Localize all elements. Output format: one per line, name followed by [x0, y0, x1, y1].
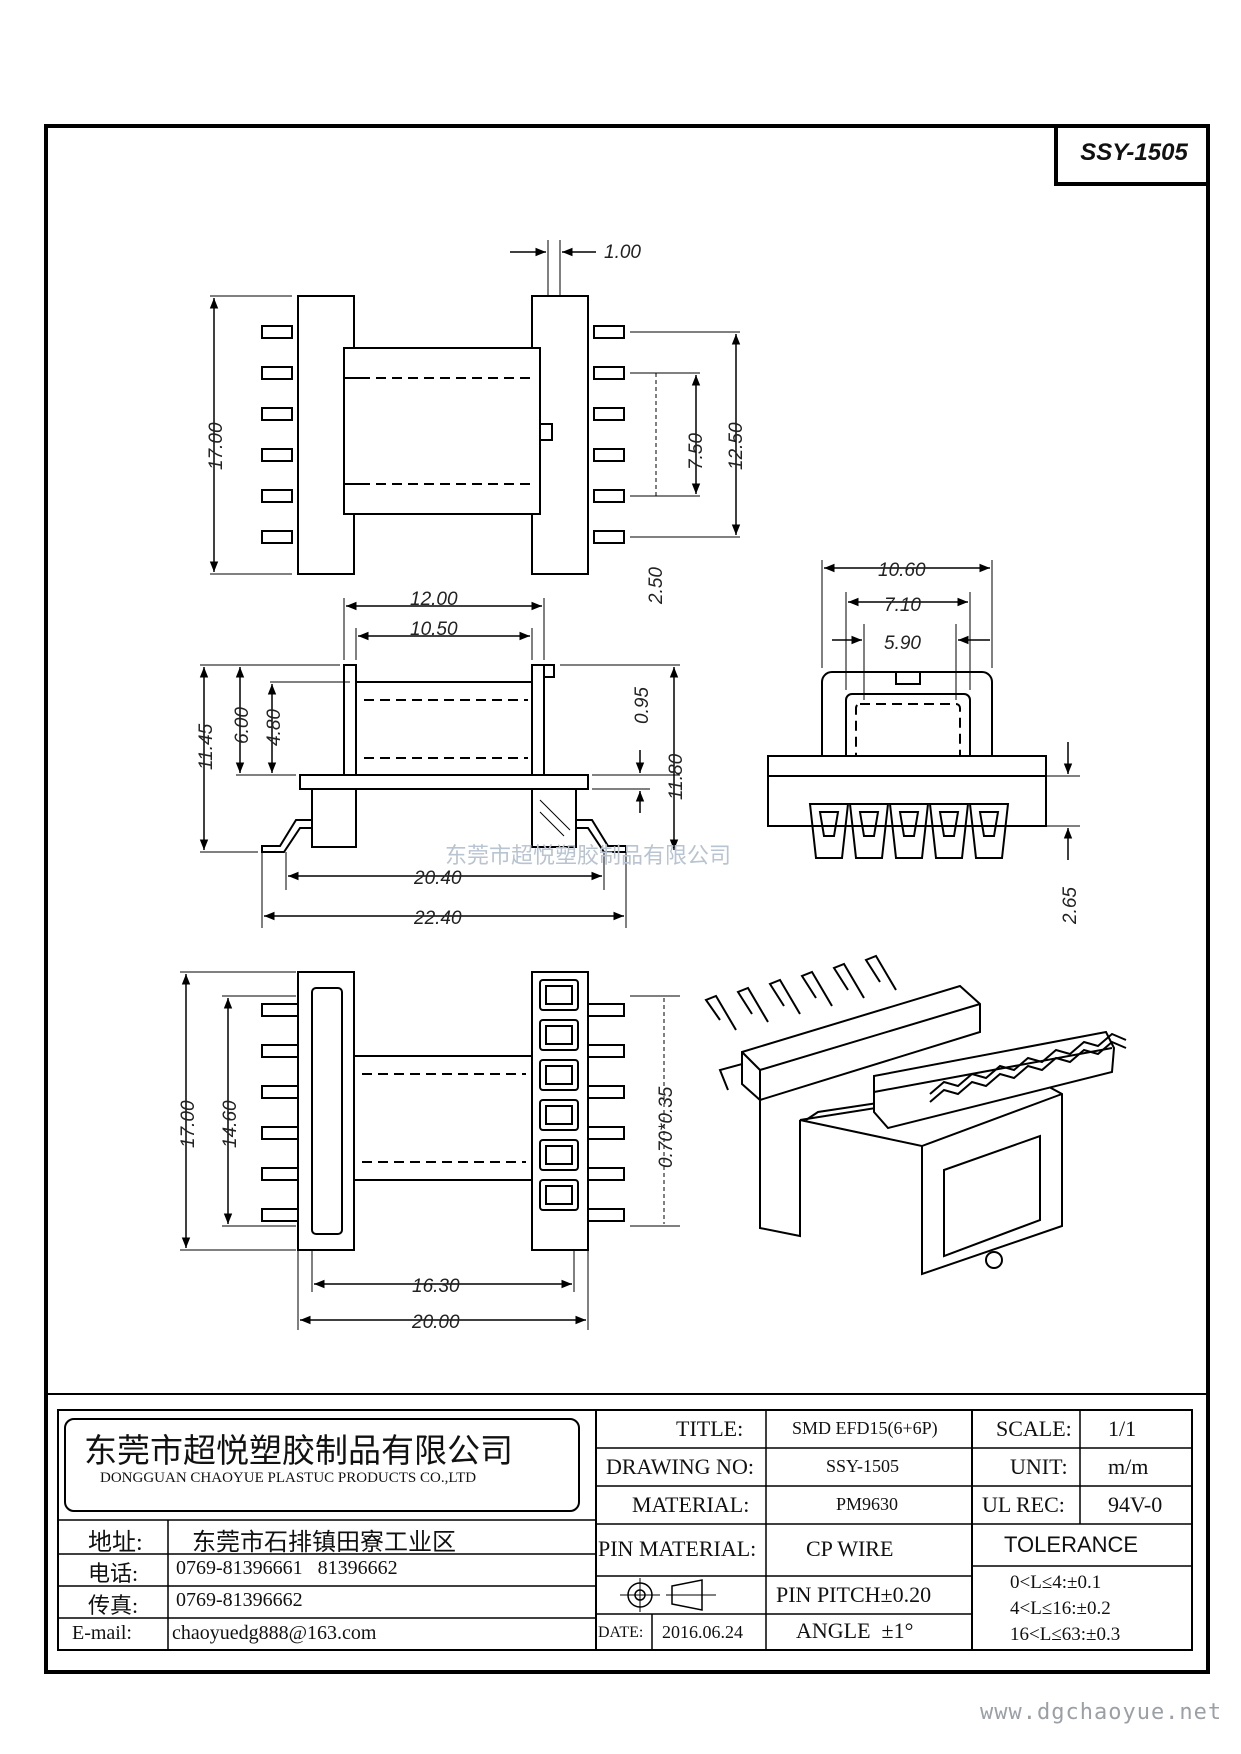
- front-view: [199, 598, 680, 928]
- fax-value: 0769-81396662: [176, 1589, 303, 1611]
- dim-front-12-00: 12.00: [410, 589, 458, 610]
- dim-front-11-45: 11.45: [196, 723, 217, 770]
- pin-material-value: CP WIRE: [806, 1536, 894, 1561]
- date-value: 2016.06.24: [662, 1622, 743, 1642]
- phone-label: 电话:: [88, 1561, 139, 1586]
- fax-label: 传真:: [88, 1593, 139, 1618]
- dim-bottom-20-00: 20.00: [411, 1312, 460, 1333]
- address-value: 东莞市石排镇田寮工业区: [192, 1530, 456, 1556]
- tolerance-row-2: 4<L≤16:±0.2: [1010, 1598, 1111, 1619]
- dim-bottom-16-30: 16.30: [412, 1276, 460, 1297]
- dim-front-22-40: 22.40: [413, 908, 462, 929]
- bottom-view-pins: [261, 1003, 625, 1222]
- date-label: DATE:: [598, 1624, 644, 1641]
- ul-rec-value: 94V-0: [1108, 1492, 1163, 1517]
- dim-bottom-17-00: 17.00: [178, 1100, 199, 1148]
- top-view-pins-right: [593, 325, 625, 544]
- material-value: PM9630: [836, 1494, 899, 1514]
- company-name-en: DONGGUAN CHAOYUE PLASTUC PRODUCTS CO.,LT…: [100, 1470, 477, 1486]
- address-label: 地址:: [88, 1530, 143, 1556]
- dim-end-7-10: 7.10: [884, 595, 921, 616]
- dim-front-0-95: 0.95: [632, 687, 653, 724]
- ul-rec-label: UL REC:: [982, 1492, 1065, 1517]
- dim-bottom-0-70x0-35: 0.70*0.35: [656, 1086, 677, 1168]
- isometric-view: [704, 954, 1127, 1276]
- email-label: E-mail:: [72, 1622, 132, 1644]
- unit-label: UNIT:: [1010, 1454, 1068, 1479]
- bottom-view-pin-slots: [539, 979, 579, 1211]
- phone-value: 0769-81396661 81396662: [176, 1557, 398, 1579]
- dim-top-2-50: 2.50: [646, 567, 667, 605]
- dim-bottom-14-60: 14.60: [220, 1100, 241, 1148]
- dim-top-12-50: 12.50: [726, 422, 747, 470]
- tolerance-row-3: 16<L≤63:±0.3: [1010, 1624, 1121, 1645]
- end-view: [767, 560, 1080, 860]
- scale-value: 1/1: [1108, 1416, 1137, 1441]
- projection-symbol: [620, 1578, 716, 1612]
- drawing-no-label: DRAWING NO:: [606, 1454, 754, 1479]
- title-label: TITLE:: [676, 1416, 744, 1441]
- dim-end-10-60: 10.60: [878, 560, 926, 581]
- end-view-pins: [808, 803, 1010, 859]
- dimension-texts: 1.00 17.00 7.50 12.50 2.50 12.00 10.50 1…: [178, 242, 1081, 1333]
- drawing-frame: [44, 124, 1210, 1674]
- dim-top-7-50: 7.50: [686, 433, 707, 470]
- dim-front-6-00: 6.00: [232, 707, 253, 744]
- dim-top-17-00: 17.00: [206, 422, 227, 470]
- company-name-box: [64, 1418, 580, 1512]
- pin-pitch: PIN PITCH±0.20: [776, 1582, 932, 1607]
- title-block-grid: [48, 1393, 1206, 1651]
- watermark-text: 东莞市超悦塑胶制品有限公司: [445, 844, 732, 869]
- dim-end-2-65: 2.65: [1060, 887, 1081, 925]
- angle-value: ANGLE ±1°: [796, 1618, 914, 1643]
- dim-front-4-80: 4.80: [264, 709, 285, 746]
- unit-value: m/m: [1108, 1454, 1149, 1479]
- company-name-cn: 东莞市超悦塑胶制品有限公司: [84, 1434, 513, 1470]
- material-label: MATERIAL:: [632, 1492, 750, 1517]
- scale-label: SCALE:: [996, 1416, 1072, 1441]
- top-view: [209, 240, 741, 575]
- email-value: chaoyuedg888@163.com: [172, 1622, 377, 1644]
- isometric-pins-front: [929, 1032, 1127, 1103]
- website-footer: www.dgchaoyue.net: [980, 1700, 1223, 1725]
- tolerance-row-1: 0<L≤4:±0.1: [1010, 1572, 1102, 1593]
- model-code: SSY-1505: [1080, 139, 1188, 166]
- drawing-no-value: SSY-1505: [826, 1456, 900, 1476]
- dim-end-5-90: 5.90: [884, 633, 921, 654]
- dim-front-20-40: 20.40: [413, 868, 462, 889]
- title-value: SMD EFD15(6+6P): [792, 1418, 938, 1438]
- model-code-box: SSY-1505: [1054, 124, 1210, 186]
- tolerance-label: TOLERANCE: [1004, 1532, 1139, 1557]
- top-view-pins-left: [261, 325, 293, 544]
- dim-front-10-50: 10.50: [410, 619, 458, 640]
- pin-material-label: PIN MATERIAL:: [598, 1536, 757, 1561]
- dim-front-11-80: 11.80: [666, 753, 687, 800]
- bottom-view: [180, 971, 680, 1330]
- isometric-pins-back: [704, 954, 897, 1031]
- dim-top-1-00: 1.00: [604, 242, 641, 263]
